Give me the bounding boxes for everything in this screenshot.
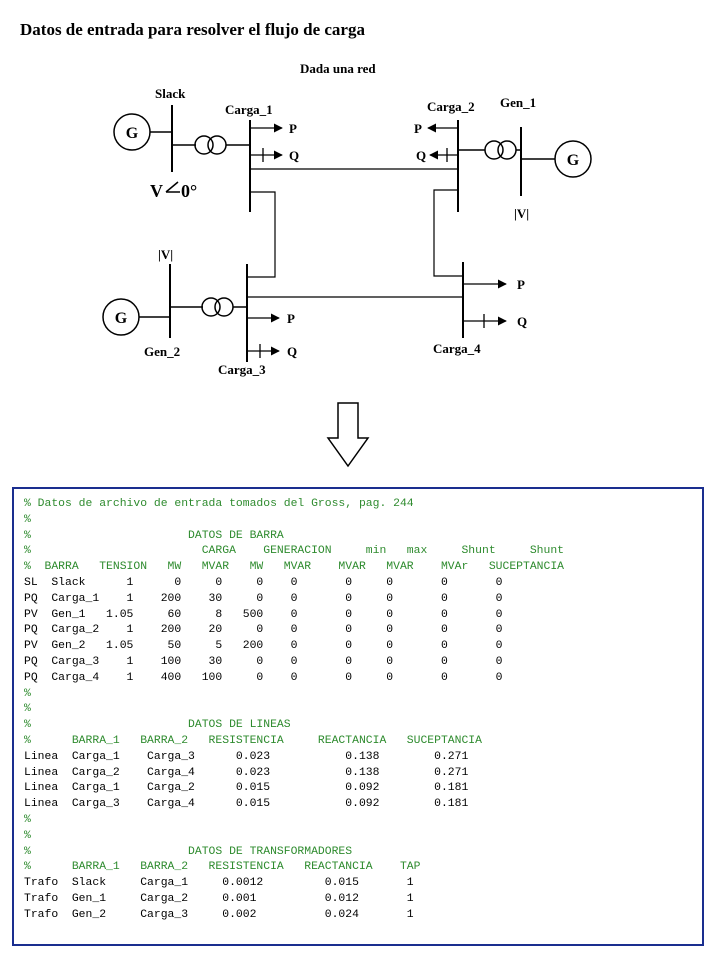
generator-slack-symbol: G xyxy=(126,125,139,142)
data-line: SL Slack 1 0 0 0 0 0 0 0 0 xyxy=(24,576,503,589)
carga-2-q-label: Q xyxy=(416,148,426,163)
input-file-listing: % Datos de archivo de entrada tomados de… xyxy=(24,497,564,924)
comment-line: % DATOS DE BARRA xyxy=(24,529,284,542)
comment-line: % CARGA GENERACION min max Shunt Shunt xyxy=(24,545,565,558)
generator-gen-2-symbol: G xyxy=(115,310,128,327)
data-line: Trafo Gen_2 Carga_3 0.002 0.024 1 xyxy=(24,908,414,921)
data-line: PQ Carga_2 1 200 20 0 0 0 0 0 0 xyxy=(24,624,503,637)
data-line: Linea Carga_2 Carga_4 0.023 0.138 0.271 xyxy=(24,766,469,779)
load-carga-3-q xyxy=(247,344,280,358)
data-line: PQ Carga_4 1 400 100 0 0 0 0 0 0 xyxy=(24,671,503,684)
comment-line: % xyxy=(24,687,31,700)
comment-line: % Datos de archivo de entrada tomados de… xyxy=(24,498,414,510)
transformer-gen-2-carga-3 xyxy=(170,297,247,317)
power-network-diagram: Dada una red G G G xyxy=(102,61,592,468)
data-line: Trafo Gen_1 Carga_2 0.001 0.012 1 xyxy=(24,892,414,905)
comment-line: % DATOS DE LINEAS xyxy=(24,719,291,732)
carga-3-p-label: P xyxy=(287,311,295,326)
carga-4-label: Carga_4 xyxy=(433,341,481,356)
input-file-panel: % Datos de archivo de entrada tomados de… xyxy=(12,487,704,946)
line-carga-2-carga-4 xyxy=(433,189,463,277)
gen-2-label: Gen_2 xyxy=(144,344,180,359)
gen-1-label: Gen_1 xyxy=(500,95,536,110)
carga-4-q-label: Q xyxy=(517,314,527,329)
comment-line: % DATOS DE TRANSFORMADORES xyxy=(24,845,353,858)
load-carga-1-q xyxy=(250,148,283,162)
data-line: Trafo Slack Carga_1 0.0012 0.015 1 xyxy=(24,877,414,890)
data-line: PV Gen_1 1.05 60 8 500 0 0 0 0 0 xyxy=(24,608,503,621)
data-line: PV Gen_2 1.05 50 5 200 0 0 0 0 0 xyxy=(24,640,503,653)
data-line: Linea Carga_3 Carga_4 0.015 0.092 0.181 xyxy=(24,798,469,811)
transformer-slack-carga-1 xyxy=(172,135,250,155)
data-line: Linea Carga_1 Carga_3 0.023 0.138 0.271 xyxy=(24,750,469,763)
load-carga-4-q xyxy=(463,314,507,328)
comment-line: % xyxy=(24,703,31,716)
gen-1-voltage-magnitude: |V| xyxy=(514,206,529,221)
comment-line: % xyxy=(24,829,31,842)
comment-line: % xyxy=(24,813,31,826)
generator-gen-1-symbol: G xyxy=(567,152,580,169)
data-line: PQ Carga_1 1 200 30 0 0 0 0 0 0 xyxy=(24,592,503,605)
slack-label: Slack xyxy=(155,86,186,101)
comment-line: % BARRA TENSION MW MVAR MW MVAR MVAR MVA… xyxy=(24,561,565,574)
load-carga-2-q xyxy=(429,148,458,162)
slack-voltage-angle: V 0° xyxy=(150,181,197,201)
comment-line: % BARRA_1 BARRA_2 RESISTENCIA REACTANCIA… xyxy=(24,861,421,874)
angle-icon xyxy=(165,181,180,193)
carga-1-label: Carga_1 xyxy=(225,102,273,117)
comment-line: % xyxy=(24,513,31,526)
data-line: Linea Carga_1 Carga_2 0.015 0.092 0.181 xyxy=(24,782,469,795)
generator-slack: G xyxy=(113,113,172,151)
carga-1-p-label: P xyxy=(289,121,297,136)
generator-gen-2: G xyxy=(102,298,170,336)
line-carga-1-carga-3 xyxy=(247,191,276,278)
down-arrow-icon xyxy=(326,402,370,468)
carga-1-q-label: Q xyxy=(289,148,299,163)
voltage-symbol: V xyxy=(150,181,163,201)
page-title: Datos de entrada para resolver el flujo … xyxy=(20,20,365,39)
generator-gen-1: G xyxy=(521,140,592,178)
carga-3-label: Carga_3 xyxy=(218,362,266,377)
voltage-angle-value: 0° xyxy=(181,181,197,201)
carga-2-p-label: P xyxy=(414,121,422,136)
data-line: PQ Carga_3 1 100 30 0 0 0 0 0 0 xyxy=(24,655,503,668)
carga-3-q-label: Q xyxy=(287,344,297,359)
carga-4-p-label: P xyxy=(517,277,525,292)
diagram-subtitle: Dada una red xyxy=(300,61,376,76)
gen-2-voltage-magnitude: |V| xyxy=(158,247,173,262)
comment-line: % BARRA_1 BARRA_2 RESISTENCIA REACTANCIA… xyxy=(24,734,482,747)
transformer-carga-2-gen-1 xyxy=(458,140,521,160)
carga-2-label: Carga_2 xyxy=(427,99,475,114)
